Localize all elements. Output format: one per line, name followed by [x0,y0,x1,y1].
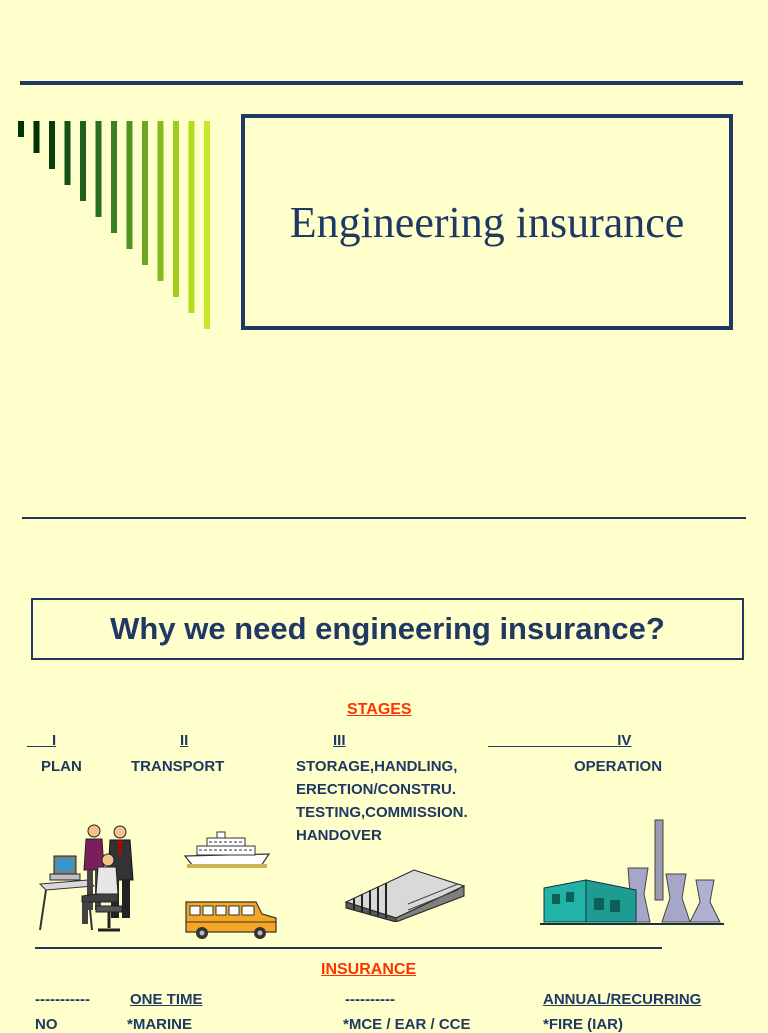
school-bus-icon [185,901,277,939]
insurance-col-4: ANNUAL/RECURRING [543,991,702,1008]
stripe-bar [18,121,24,137]
storage-line-4: HANDOVER [296,827,382,844]
stage-numeral-2: II [180,732,189,749]
storage-line-3: TESTING,COMMISSION. [296,804,468,821]
insurance-col-1: ----------- [35,991,90,1008]
stage-name-operation: OPERATION [574,758,663,775]
slide-title: Engineering insurance [289,197,685,247]
stripe-bar [173,121,179,297]
stripe-bar [64,121,71,185]
insurance-row2-col-4: *FIRE (IAR) [543,1016,623,1033]
stages-heading: STAGES [347,701,412,718]
stripe-bar [142,121,148,265]
insurance-row2-col-1: NO [35,1016,58,1033]
insurance-col-2: ONE TIME [130,991,203,1008]
stripe-bar [204,121,210,329]
stage-name-plan: PLAN [41,758,82,775]
stripe-bar [95,121,102,217]
stripe-bar [49,121,55,169]
stripe-bar [188,121,195,313]
stripe-bar [33,121,40,153]
insurance-row2-col-2: *MARINE [127,1016,193,1033]
stage-name-transport: TRANSPORT [131,758,225,775]
stage-numeral-4: IV [617,732,632,749]
stage-numeral-3: III [333,732,346,749]
insurance-heading: INSURANCE [321,961,417,978]
storage-line-2: ERECTION/CONSTRU. [296,781,457,798]
insurance-col-3: ---------- [345,991,395,1008]
stripe-bar [157,121,164,281]
slide-separator [22,517,746,519]
stripe-bar [80,121,86,201]
decorative-stripes [18,121,210,329]
insurance-divider [35,947,662,949]
stripe-bar [126,121,133,249]
stage-numeral-1: I [52,732,57,749]
stripe-bar [111,121,117,233]
power-plant-icon [540,819,724,925]
question-frame: Why we need engineering insurance? [31,598,744,660]
insurance-row2-col-3: *MCE / EAR / CCE [343,1016,471,1033]
top-divider [20,81,743,85]
warehouse-building-icon [344,869,466,922]
storage-line-1: STORAGE,HANDLING, [296,758,458,775]
slide-heading: Why we need engineering insurance? [110,611,665,646]
stage-name-storage: STORAGE,HANDLING, ERECTION/CONSTRU. TEST… [296,755,468,847]
ferry-boat-icon [183,831,271,868]
office-workers-icon [38,824,134,932]
title-frame: Engineering insurance [241,114,733,330]
